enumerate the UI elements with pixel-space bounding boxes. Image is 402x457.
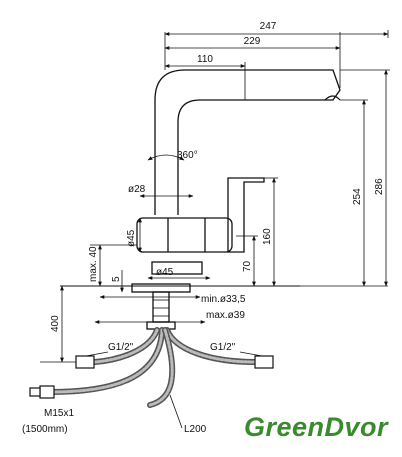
fitting-spray xyxy=(39,385,55,399)
label-hose-length: L200 xyxy=(184,424,207,435)
threaded-shank xyxy=(152,291,170,323)
brand-logo: GreenDvor xyxy=(243,412,388,442)
hose-fittings xyxy=(29,355,274,399)
dimension-labels: 247 229 110 360° ø28 ø45 ø45 max. 40 5 1… xyxy=(22,21,385,435)
label-total-height: 286 xyxy=(374,178,385,195)
dimension-lines xyxy=(40,30,390,429)
faucet-collar xyxy=(151,261,203,275)
label-hose-depth: 400 xyxy=(50,315,61,332)
label-body-height: 70 xyxy=(242,260,253,272)
label-spray-thread: M15x1 xyxy=(44,408,74,419)
base-plate xyxy=(131,283,191,293)
label-body-diameter: ø45 xyxy=(126,229,137,247)
rotation-arc xyxy=(147,154,185,161)
label-spout-height: 254 xyxy=(352,188,363,205)
label-lever-reach: 110 xyxy=(197,54,213,65)
label-hose-thread-left: G1/2" xyxy=(108,342,134,353)
hoses xyxy=(47,327,258,408)
label-hole-max: max.ø39 xyxy=(206,310,245,321)
label-spout-diameter: ø28 xyxy=(128,184,146,195)
label-total-reach: 247 xyxy=(260,21,277,32)
faucet-body xyxy=(136,217,233,253)
fitting-left xyxy=(75,355,95,369)
label-hose-thread-right: G1/2" xyxy=(210,342,236,353)
label-base-diameter: ø45 xyxy=(156,267,174,278)
label-rotation: 360° xyxy=(177,150,198,161)
spout-outer xyxy=(154,69,341,215)
spout-aerator xyxy=(324,95,341,101)
faucet-outline xyxy=(60,69,341,330)
label-spray-length: (1500mm) xyxy=(22,424,68,435)
label-base-height: 5 xyxy=(111,276,122,282)
label-hole-min: min.ø33,5 xyxy=(201,294,246,305)
label-lever-height: 160 xyxy=(262,228,273,245)
label-spout-reach: 229 xyxy=(244,36,261,47)
faucet-lever xyxy=(227,177,265,253)
label-max-deck: max. 40 xyxy=(88,246,99,282)
fitting-right xyxy=(254,355,274,369)
